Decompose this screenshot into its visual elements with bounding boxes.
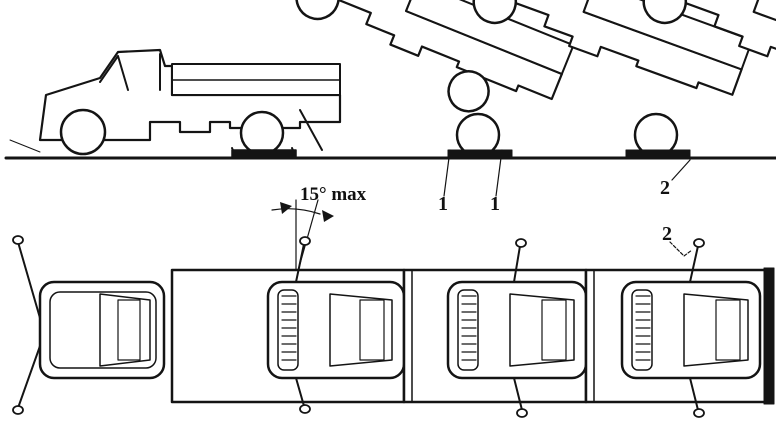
callout-2-side-label: 2 [660,177,670,199]
stake-1 [12,235,24,245]
second-cab-top [266,280,406,380]
fourth-truck-body [642,0,776,69]
fourth-truck-front-wheel [642,0,688,25]
callout-2-side-leader [671,159,691,181]
stake-3 [299,236,311,246]
second-cab-windshield [329,293,393,367]
second-truck-chock [447,149,513,159]
second-truck-front-wheel [295,0,340,21]
strap-lead-top [17,241,41,319]
third-cab-windshield [509,293,575,367]
right-edge-fill [763,267,775,405]
strap-second-top [295,243,305,283]
stake-4 [299,404,311,414]
lead-truck-front-wheel [59,108,107,156]
fourth-cab-windshield [683,293,749,367]
stake-7 [693,238,705,248]
third-truck-front-wheel [472,0,518,25]
stake-2 [12,405,24,415]
stake-5 [515,238,527,248]
second-cab-roof [359,299,385,361]
second-cab-grille-slats [281,295,297,361]
lead-cab-roof [117,299,141,361]
stake-6 [516,408,528,418]
top-view: 2 [12,223,775,418]
lead-cab-windshield [99,293,151,367]
second-cab-grille [277,289,299,371]
second-truck-rear-wheel-shadow [447,70,490,113]
angle-arc [271,208,321,215]
strap-lead-bottom [17,345,41,409]
angle-arrow-right [322,210,334,222]
fourth-truck-side [642,0,776,69]
stake-8 [693,408,705,418]
callout-2-top-leader [669,241,693,257]
side-view: 1 1 2 [4,0,776,215]
second-truck-body [295,0,563,101]
strap-fourth-bottom [689,377,699,411]
ground-hatch [9,139,41,153]
angle-annotation: 15° max [271,184,367,279]
third-truck-body [472,0,743,96]
fourth-cab-grille [631,289,653,371]
callout-1b-label: 1 [490,193,500,215]
strap-third-bottom [513,377,523,411]
callout-1a-leader [443,149,451,197]
third-truck-side [472,0,754,96]
strap-second-bottom [295,377,305,407]
lead-truck-rear-wheel [239,110,285,156]
fourth-cab-top [620,280,762,380]
lead-truck-top [38,280,166,380]
lead-cab-inner [49,291,157,369]
third-cab-grille [457,289,479,371]
lead-cab-outline [38,280,166,380]
third-cab-grille-slats [461,295,477,361]
third-truck-chock [625,149,691,159]
angle-label: 15° max [300,184,367,205]
third-cab-top [446,280,588,380]
fourth-cab-roof [715,299,741,361]
lead-truck-cab-lines [99,53,161,91]
strap-fourth-top [689,245,699,283]
callout-1b-leader [495,149,503,197]
lead-truck-chock [231,149,297,159]
callout-1a-label: 1 [438,193,448,215]
lead-truck-side [38,48,342,159]
callout-2-top-label: 2 [662,223,672,245]
angle-arrow-left [280,202,292,214]
fourth-cab-grille-slats [635,295,651,361]
third-cab-roof [541,299,567,361]
strap-third-top [513,245,521,283]
